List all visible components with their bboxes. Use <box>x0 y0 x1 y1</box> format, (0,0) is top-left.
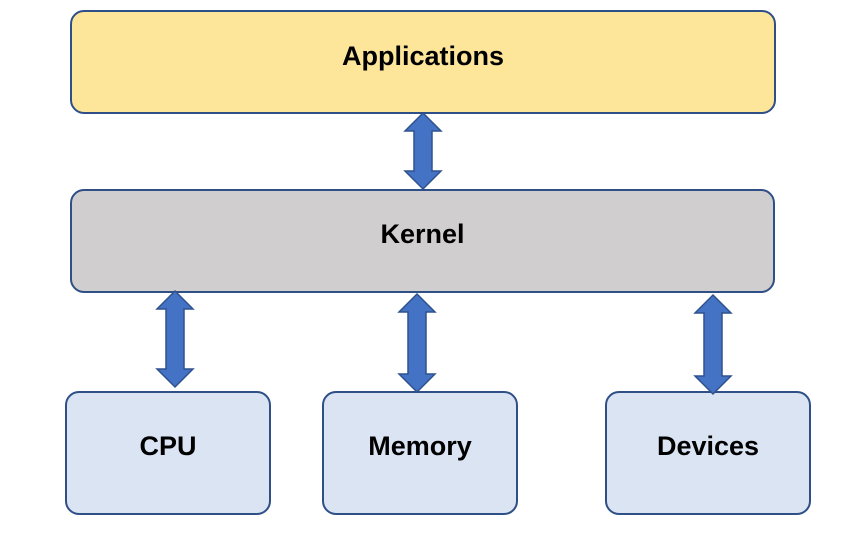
devices-label: Devices <box>656 430 760 461</box>
kernel-box: Kernel <box>70 189 775 293</box>
applications-label: Applications <box>341 40 504 71</box>
applications-box: Applications <box>70 10 776 114</box>
cpu-label: CPU <box>139 430 197 461</box>
memory-box: Memory <box>322 391 518 515</box>
devices-box: Devices <box>605 391 811 515</box>
arrow-applications-kernel <box>403 111 443 191</box>
arrow-kernel-devices <box>693 293 733 396</box>
cpu-box: CPU <box>65 391 271 515</box>
kernel-label: Kernel <box>380 218 465 249</box>
memory-label: Memory <box>368 430 472 461</box>
arrow-kernel-cpu <box>155 289 195 389</box>
arrow-kernel-memory <box>397 292 437 394</box>
